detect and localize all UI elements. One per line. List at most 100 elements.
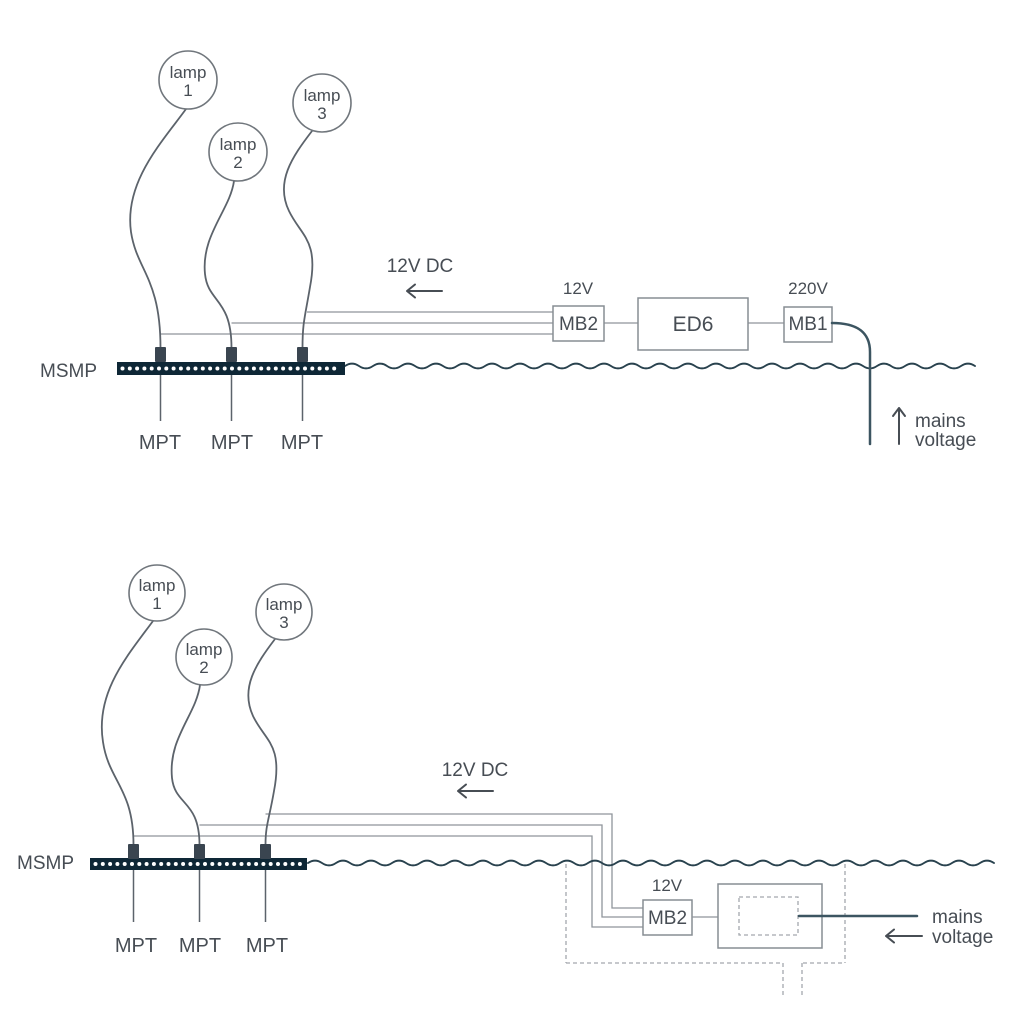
track-dot bbox=[127, 366, 132, 371]
track-dot bbox=[295, 366, 300, 371]
lamp-2-node bbox=[208, 122, 268, 182]
lamp-3-node bbox=[255, 583, 313, 641]
lamp-3-number: 3 bbox=[279, 613, 288, 632]
track-dot bbox=[288, 366, 293, 371]
lamp-1-number: 1 bbox=[183, 81, 192, 100]
lamp-2-number: 2 bbox=[233, 153, 242, 172]
track-dot bbox=[237, 366, 242, 371]
mpt-label-3: MPT bbox=[246, 935, 288, 957]
track-dot bbox=[193, 366, 198, 371]
ed6-label: ED6 bbox=[673, 313, 714, 336]
track-dot bbox=[273, 366, 278, 371]
track-dot bbox=[188, 862, 193, 866]
mpt-label-1: MPT bbox=[115, 935, 157, 957]
mains-label-line1: mains bbox=[915, 411, 966, 432]
msmp-label: MSMP bbox=[40, 361, 97, 382]
lamp-2-cord bbox=[170, 684, 201, 846]
mpt-connector-3 bbox=[297, 347, 308, 362]
dc-flow-label: 12V DC bbox=[387, 256, 454, 277]
track-dot bbox=[151, 862, 156, 866]
mb1-label: MB1 bbox=[788, 314, 827, 335]
track-dots bbox=[93, 862, 302, 866]
lamp-1-word: lamp bbox=[139, 576, 176, 595]
dc-flow-label: 12V DC bbox=[442, 760, 509, 781]
track-dot bbox=[217, 862, 222, 866]
track-dot bbox=[108, 862, 113, 866]
track-dot bbox=[166, 862, 171, 866]
track-dot bbox=[276, 862, 280, 866]
track-dot bbox=[93, 862, 98, 866]
mb2-box bbox=[552, 305, 605, 342]
track-dot bbox=[130, 862, 134, 866]
wall-wave-line bbox=[307, 859, 995, 867]
lamp-1-word: lamp bbox=[170, 63, 207, 82]
track-dot bbox=[268, 862, 273, 866]
track-dot bbox=[224, 862, 229, 866]
mpt-label-2: MPT bbox=[211, 432, 253, 454]
track-dot bbox=[222, 366, 227, 371]
lamp-2-cord bbox=[203, 180, 235, 349]
track-dot bbox=[186, 366, 191, 371]
ed6-box bbox=[637, 297, 749, 351]
lamp-2-word: lamp bbox=[186, 640, 223, 659]
mains-label-line2: voltage bbox=[932, 927, 993, 948]
lamp-3-word: lamp bbox=[304, 86, 341, 105]
track-dot bbox=[115, 862, 120, 866]
mains-label-line1: mains bbox=[932, 907, 983, 928]
track-dot bbox=[100, 862, 105, 866]
track-dot bbox=[178, 366, 183, 371]
track-dot bbox=[135, 366, 140, 371]
mains-left-arrow-icon bbox=[885, 928, 923, 944]
track-dot bbox=[173, 862, 178, 866]
dc-flow-left-arrow-icon bbox=[406, 283, 443, 299]
mb2-voltage-label: 12V bbox=[652, 876, 683, 895]
track-dot bbox=[208, 366, 213, 371]
mains-up-arrow-icon bbox=[892, 407, 906, 445]
track-dot bbox=[159, 862, 164, 866]
mb1-voltage-label: 220V bbox=[788, 279, 828, 298]
track-dot bbox=[149, 366, 154, 371]
track-dot bbox=[317, 366, 322, 371]
diagram-bottom: lamp 1 lamp 2 lamp 3 MSMP MPT MPT MPT 12… bbox=[17, 564, 995, 996]
mains-feed-wire bbox=[830, 321, 872, 446]
lamp-3-number: 3 bbox=[317, 104, 326, 123]
msmp-label: MSMP bbox=[17, 853, 74, 874]
track-dot bbox=[120, 366, 125, 371]
track-dot bbox=[290, 862, 295, 866]
dc-flow-left-arrow-icon bbox=[457, 783, 494, 799]
lamp-3-cord bbox=[283, 130, 314, 349]
mpt-connector-3 bbox=[260, 844, 271, 859]
mpt-connector-1 bbox=[128, 844, 139, 859]
track-dot bbox=[261, 862, 266, 866]
track-dot bbox=[181, 862, 186, 866]
track-dot bbox=[259, 366, 264, 371]
track-dot bbox=[251, 366, 256, 371]
track-dot bbox=[210, 862, 215, 866]
lamp-1-cord bbox=[129, 108, 187, 349]
track-dot bbox=[297, 862, 302, 866]
track-dot bbox=[332, 366, 337, 371]
track-dot bbox=[303, 366, 307, 371]
diagram-top: lamp 1 lamp 2 lamp 3 MSMP MPT MPT MPT 12… bbox=[40, 50, 976, 454]
mpt-label-2: MPT bbox=[179, 935, 221, 957]
mpt-connector-2 bbox=[226, 347, 237, 362]
lamp-1-node bbox=[158, 50, 218, 110]
track-dot bbox=[324, 366, 329, 371]
track-dot bbox=[164, 366, 169, 371]
track-dot bbox=[137, 862, 142, 866]
track-dot bbox=[142, 366, 147, 371]
track-dot bbox=[215, 366, 220, 371]
mb1-box bbox=[783, 306, 833, 343]
track-dot bbox=[310, 366, 315, 371]
wall-wave-line bbox=[344, 362, 976, 370]
track-dot bbox=[122, 862, 127, 866]
mb2-voltage-label: 12V bbox=[563, 279, 594, 298]
track-dot bbox=[246, 862, 251, 866]
mains-label-line2: voltage bbox=[915, 430, 976, 451]
track-dot bbox=[200, 366, 205, 371]
mpt-label-3: MPT bbox=[281, 432, 323, 454]
track-dot bbox=[230, 366, 234, 371]
mpt-label-1: MPT bbox=[139, 432, 181, 454]
